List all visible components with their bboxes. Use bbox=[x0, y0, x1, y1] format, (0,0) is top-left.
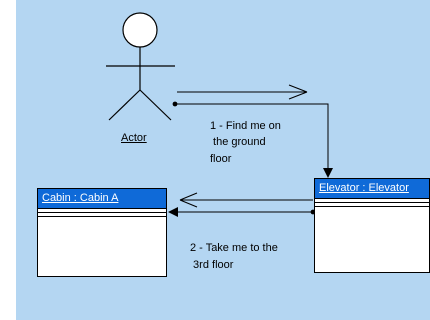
object-cabin-title: Cabin : Cabin A bbox=[42, 192, 119, 204]
actor-label: Actor bbox=[121, 132, 147, 144]
link-elevator-cabin[interactable] bbox=[168, 207, 316, 217]
actor-head bbox=[122, 12, 158, 48]
actor-left-leg bbox=[108, 89, 141, 121]
message-1-arrow bbox=[177, 84, 308, 100]
object-cabin[interactable]: Cabin : Cabin A bbox=[37, 188, 167, 277]
object-elevator[interactable]: Elevator : Elevator bbox=[314, 178, 430, 273]
object-cabin-header: Cabin : Cabin A bbox=[38, 189, 166, 209]
object-elevator-attributes bbox=[315, 199, 429, 203]
message-2-label-line-2: 3rd floor bbox=[190, 259, 234, 271]
message-1-label-line-3: floor bbox=[210, 153, 232, 165]
actor-right-leg bbox=[139, 89, 172, 121]
actor-figure[interactable] bbox=[106, 12, 175, 121]
object-cabin-attributes bbox=[38, 209, 166, 213]
object-cabin-operations bbox=[38, 213, 166, 217]
object-elevator-operations bbox=[315, 203, 429, 207]
object-elevator-header: Elevator : Elevator bbox=[315, 179, 429, 199]
message-2-arrow bbox=[179, 192, 313, 208]
link-actor-elevator[interactable] bbox=[172, 101, 333, 178]
message-2-label-line-1: 2 - Take me to the bbox=[190, 242, 278, 254]
object-elevator-title: Elevator : Elevator bbox=[319, 182, 409, 194]
message-1-label-line-2: the ground bbox=[210, 136, 266, 148]
message-1-label-line-1: 1 - Find me on bbox=[210, 120, 281, 132]
